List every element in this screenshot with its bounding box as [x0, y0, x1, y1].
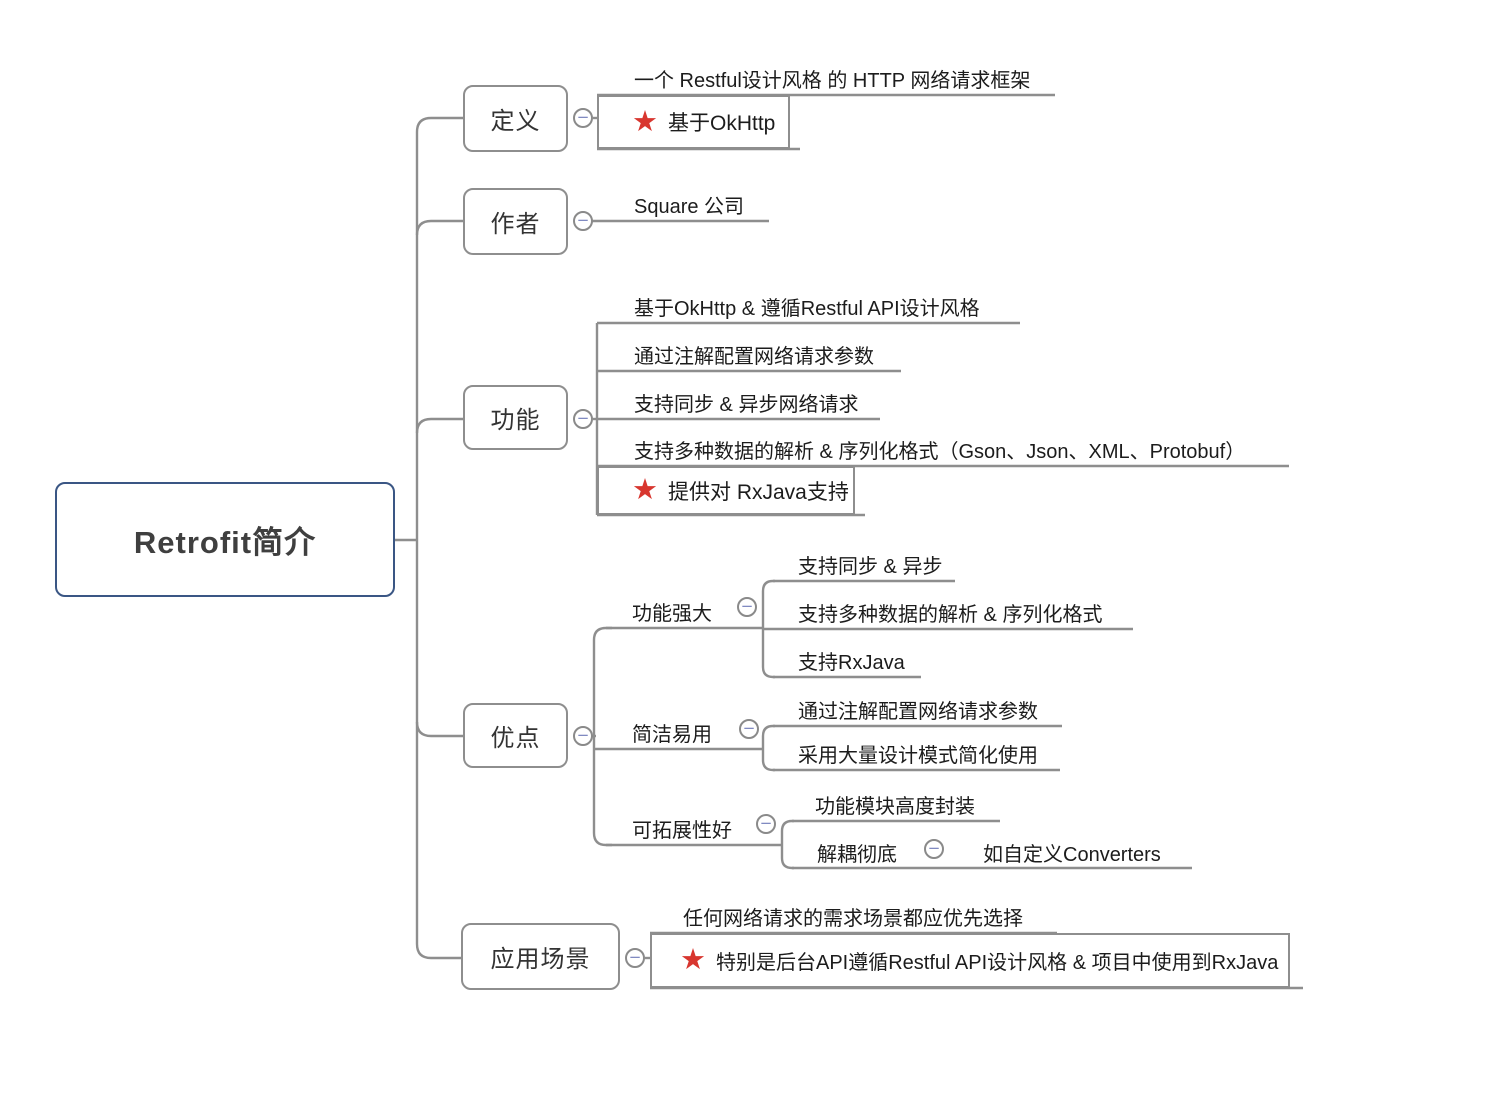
branch-author[interactable]: 作者: [463, 188, 568, 255]
minus-icon: −: [576, 408, 590, 427]
collapse-button-definition[interactable]: −: [573, 108, 593, 128]
root-topic-label: Retrofit简介: [133, 525, 317, 560]
subtopic-easy[interactable]: 简洁易用: [632, 724, 712, 746]
subtopic-extensible[interactable]: 可拓展性好: [632, 820, 732, 842]
branch-use-cases[interactable]: 应用场景: [461, 923, 620, 990]
branch-definition-label: 定义: [490, 108, 541, 135]
minus-icon: −: [628, 947, 642, 966]
subtopic-powerful[interactable]: 功能强大: [632, 603, 712, 625]
leaf-custom-converters[interactable]: 如自定义Converters: [983, 844, 1161, 866]
branch-use-cases-label: 应用场景: [490, 946, 591, 973]
minus-icon: −: [740, 596, 754, 615]
minus-icon: −: [927, 838, 941, 857]
star-icon: ★: [632, 103, 658, 138]
star-icon: ★: [632, 472, 658, 506]
leaf-powerful-rxjava[interactable]: 支持RxJava: [798, 652, 905, 674]
leaf-powerful-sync-async[interactable]: 支持同步 & 异步: [798, 556, 943, 578]
branch-definition[interactable]: 定义: [463, 85, 568, 152]
collapse-button-use-cases[interactable]: −: [625, 948, 645, 968]
branch-features[interactable]: 功能: [463, 385, 568, 450]
leaf-easy-design-patterns[interactable]: 采用大量设计模式简化使用: [798, 745, 1038, 767]
leaf-based-on-okhttp-label: 基于OkHttp: [668, 112, 776, 135]
collapse-button-features[interactable]: −: [573, 409, 593, 429]
subtopic-decoupled[interactable]: 解耦彻底: [817, 844, 897, 866]
leaf-powerful-serialization[interactable]: 支持多种数据的解析 & 序列化格式: [798, 604, 1103, 626]
star-icon: ★: [680, 942, 706, 976]
root-topic[interactable]: Retrofit简介: [55, 482, 395, 597]
leaf-feature-rxjava[interactable]: ★ 提供对 RxJava支持: [597, 466, 855, 515]
leaf-feature-sync-async[interactable]: 支持同步 & 异步网络请求: [634, 394, 859, 416]
leaf-use-case-restful-rxjava-label: 特别是后台API遵循Restful API设计风格 & 项目中使用到RxJava: [716, 952, 1279, 974]
minus-icon: −: [576, 210, 590, 229]
leaf-based-on-okhttp[interactable]: ★ 基于OkHttp: [597, 95, 790, 149]
branch-advantages[interactable]: 优点: [463, 703, 568, 768]
leaf-use-case-restful-rxjava[interactable]: ★ 特别是后台API遵循Restful API设计风格 & 项目中使用到RxJa…: [650, 933, 1290, 988]
leaf-definition-desc[interactable]: 一个 Restful设计风格 的 HTTP 网络请求框架: [634, 70, 1031, 92]
collapse-button-author[interactable]: −: [573, 211, 593, 231]
leaf-feature-restful[interactable]: 基于OkHttp & 遵循Restful API设计风格: [634, 298, 980, 320]
collapse-button-powerful[interactable]: −: [737, 597, 757, 617]
collapse-button-easy[interactable]: −: [739, 719, 759, 739]
collapse-button-extensible[interactable]: −: [756, 814, 776, 834]
leaf-author-company[interactable]: Square 公司: [634, 196, 745, 218]
minus-icon: −: [742, 718, 756, 737]
branch-features-label: 功能: [490, 407, 541, 434]
leaf-easy-annotations[interactable]: 通过注解配置网络请求参数: [798, 701, 1038, 723]
minus-icon: −: [576, 107, 590, 126]
minus-icon: −: [576, 725, 590, 744]
minus-icon: −: [759, 813, 773, 832]
leaf-extensible-modular[interactable]: 功能模块高度封装: [815, 796, 975, 818]
leaf-feature-serialization[interactable]: 支持多种数据的解析 & 序列化格式（Gson、Json、XML、Protobuf…: [634, 441, 1246, 463]
collapse-button-advantages[interactable]: −: [573, 726, 593, 746]
branch-advantages-label: 优点: [490, 725, 541, 752]
branch-author-label: 作者: [490, 211, 541, 238]
leaf-feature-annotations[interactable]: 通过注解配置网络请求参数: [634, 346, 874, 368]
collapse-button-decoupled[interactable]: −: [924, 839, 944, 859]
leaf-feature-rxjava-label: 提供对 RxJava支持: [668, 480, 849, 504]
leaf-use-case-any-network[interactable]: 任何网络请求的需求场景都应优先选择: [683, 908, 1023, 930]
